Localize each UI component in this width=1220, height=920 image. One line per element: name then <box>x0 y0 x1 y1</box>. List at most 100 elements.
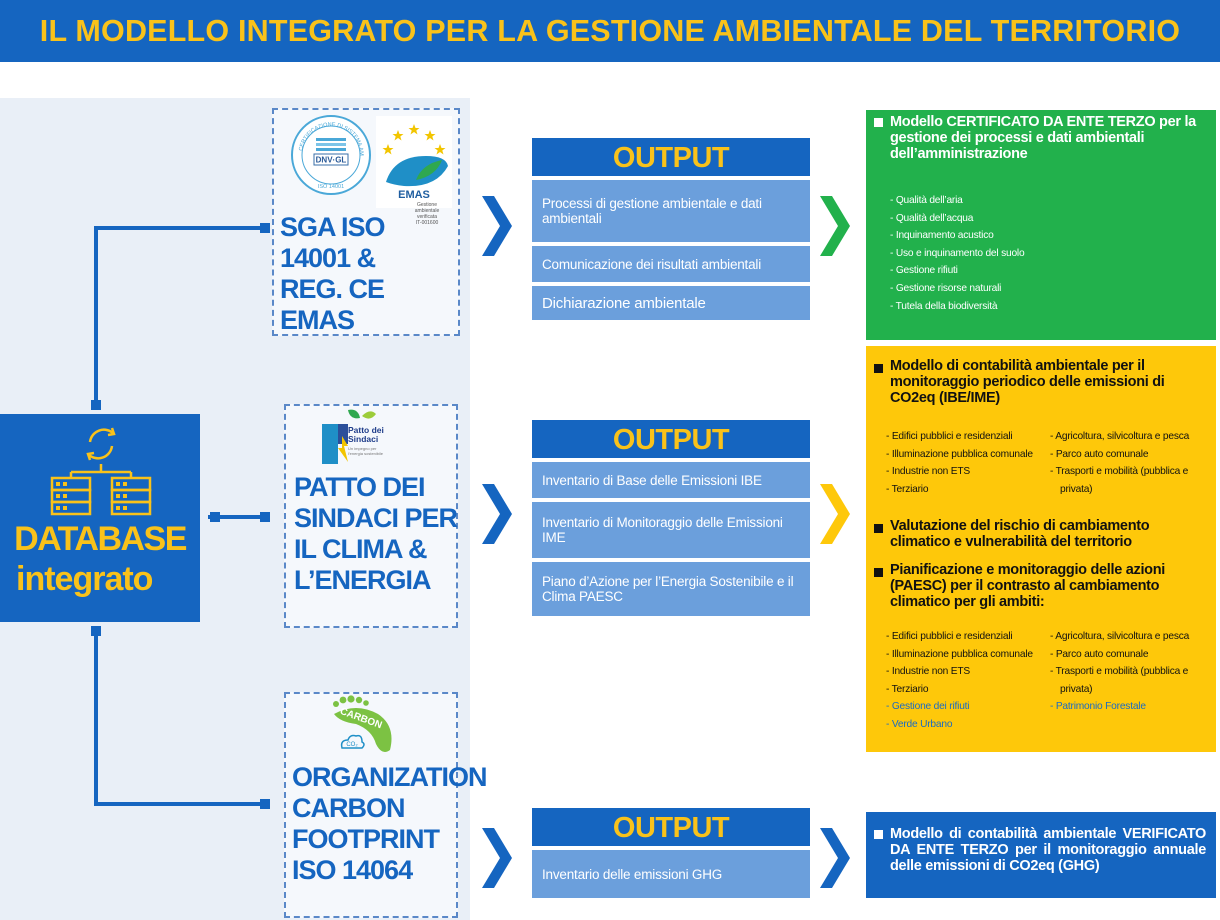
emas-sub-0: Gestione <box>416 202 437 208</box>
database-title: DATABASE <box>14 520 187 558</box>
result-blue-head: Modello di contabilità ambientale VERIFI… <box>890 826 1206 874</box>
list-item: - Trasporti e mobilità (pubblica e <box>1050 666 1189 678</box>
list-item: privata) <box>1060 683 1093 695</box>
database-subtitle: integrato <box>16 560 153 598</box>
list-item: - Qualità dell’aria <box>890 195 963 206</box>
result-yellow-head3: Pianificazione e monitoraggio delle azio… <box>890 562 1166 610</box>
bullet-square-icon <box>874 830 883 839</box>
emas-sub-1: ambientale <box>414 208 440 214</box>
connector-top <box>94 226 264 230</box>
cert-line: 14001 & <box>280 243 376 273</box>
patto-logo-sub-0: Un impegno per <box>348 446 377 451</box>
list-item: - Patrimonio Forestale <box>1050 701 1146 713</box>
result-green-head: Modello CERTIFICATO DA ENTE TERZO per la… <box>890 114 1196 162</box>
list-item: privata) <box>1060 483 1093 495</box>
connector-node <box>260 223 270 233</box>
carbon-co2-text: CO₂ <box>346 742 358 748</box>
list-item: - Gestione risorse naturali <box>890 282 1002 294</box>
emas-reg: IT-001600 <box>415 220 439 226</box>
list-item: - Edifici pubblici e residenziali <box>886 431 1013 442</box>
cert-box-patto <box>284 404 458 628</box>
list-item: - Illuminazione pubblica comunale <box>886 448 1033 460</box>
connector-middle <box>208 515 264 519</box>
list-item: - Uso e inquinamento del suolo <box>890 247 1025 259</box>
cert-line: CARBON <box>292 793 406 823</box>
result-yellow-list1-left: - Edifici pubblici e residenziali - Illu… <box>886 428 1033 498</box>
result-yellow-list3-right: - Agricoltura, silvicoltura e pesca - Pa… <box>1050 628 1189 716</box>
list-item: - Agricoltura, silvicoltura e pesca <box>1050 631 1190 642</box>
cert-line: REG. CE EMAS <box>280 274 385 335</box>
result-yellow-head2: Valutazione del rischio di cambiamento c… <box>890 518 1150 550</box>
result-green-list: - Qualità dell’aria - Qualità dell’acqua… <box>890 192 1025 315</box>
list-item: - Agricoltura, silvicoltura e pesca <box>1050 431 1190 442</box>
cert-line: IL CLIMA & <box>294 534 428 564</box>
list-item: - Trasporti e mobilità (pubblica e <box>1050 466 1189 478</box>
patto-logo-sub: Un impegno per l'energia sostenibile <box>348 446 383 456</box>
chevron-right-icon <box>480 484 514 544</box>
cert-line: PATTO DEI <box>294 472 426 502</box>
dnv-text: DNV·GL <box>316 156 347 165</box>
list-item: - Gestione dei rifiuti <box>886 701 970 713</box>
cert-name-patto: PATTO DEI SINDACI PER IL CLIMA & L’ENERG… <box>294 472 464 596</box>
output-head: OUTPUT <box>532 138 810 176</box>
patto-logo-title-0: Patto dei <box>348 425 384 435</box>
bullet-square-icon <box>874 524 883 533</box>
patto-logo-title-1: Sindaci <box>348 434 379 444</box>
cert-box-carbon <box>284 692 458 918</box>
database-sync-icon <box>46 420 156 518</box>
result-yellow-list1-right: - Agricoltura, silvicoltura e pesca - Pa… <box>1050 428 1189 498</box>
patto-logo-sub-1: l'energia sostenibile <box>348 451 384 456</box>
bullet-square-icon <box>874 568 883 577</box>
patto-logo-title: Patto dei Sindaci <box>348 426 384 444</box>
connector-down <box>94 632 98 804</box>
chevron-right-icon <box>818 196 852 256</box>
dnv-iso-text: ISO 14001 <box>318 184 344 190</box>
cert-line: SINDACI PER <box>294 503 458 533</box>
cert-line: FOOTPRINT <box>292 824 440 854</box>
output-item: Inventario di Base delle Emissioni IBE <box>532 462 810 498</box>
result-yellow-head1: Modello di contabilità ambientale per il… <box>890 358 1165 406</box>
dnv-gl-logo: CERTIFICAZIONE DI SISTEMA AMBIENTALE DNV… <box>288 110 372 196</box>
cert-line: ISO 14064 <box>292 855 413 885</box>
result-panel-yellow: Modello di contabilità ambientale per il… <box>866 346 1216 752</box>
result-yellow-list3-left: - Edifici pubblici e residenziali - Illu… <box>886 628 1033 734</box>
carbon-footprint-logo: CARBON CO₂ <box>326 694 406 758</box>
header-bar <box>0 0 1220 62</box>
list-item: - Industrie non ETS <box>886 666 970 678</box>
cert-name-carbon: ORGANIZATION CARBON FOOTPRINT ISO 14064 <box>292 762 487 886</box>
list-item: - Qualità dell’acqua <box>890 212 974 224</box>
chevron-right-icon <box>480 828 514 888</box>
emas-sub-2: verificata <box>416 214 437 220</box>
output-item: Inventario delle emissioni GHG <box>532 850 810 898</box>
chevron-right-icon <box>818 484 852 544</box>
emas-text: EMAS <box>398 189 430 201</box>
output-item: Comunicazione dei risultati ambientali <box>532 246 810 282</box>
emas-logo: EMAS <box>376 116 452 208</box>
list-item: - Parco auto comunale <box>1050 648 1149 660</box>
patto-dei-sindaci-logo <box>318 406 428 470</box>
connector-node <box>210 512 220 522</box>
list-item: - Illuminazione pubblica comunale <box>886 648 1033 660</box>
output-item: Piano d’Azione per l’Energia Sostenibile… <box>532 562 810 616</box>
list-item: - Industrie non ETS <box>886 466 970 478</box>
cert-line: ORGANIZATION <box>292 762 487 792</box>
result-panel-blue: Modello di contabilità ambientale VERIFI… <box>866 812 1216 898</box>
chevron-right-icon <box>480 196 514 256</box>
output-head: OUTPUT <box>532 808 810 846</box>
list-item: - Parco auto comunale <box>1050 448 1149 460</box>
result-panel-green: Modello CERTIFICATO DA ENTE TERZO per la… <box>866 110 1216 340</box>
list-item: - Gestione rifiuti <box>890 265 958 277</box>
cert-line: SGA ISO <box>280 212 386 242</box>
bullet-square-icon <box>874 364 883 373</box>
list-item: - Terziario <box>886 683 929 695</box>
emas-caption: Gestione ambientale verificata IT-001600 <box>402 202 452 226</box>
cert-name-iso14001: SGA ISO 14001 & REG. CE EMAS <box>280 212 460 336</box>
output-head: OUTPUT <box>532 420 810 458</box>
connector-node <box>91 626 101 636</box>
list-item: - Tutela della biodiversità <box>890 300 998 312</box>
list-item: - Terziario <box>886 483 929 495</box>
connector-node <box>91 400 101 410</box>
chevron-right-icon <box>818 828 852 888</box>
list-item: - Inquinamento acustico <box>890 230 994 242</box>
page-title: IL MODELLO INTEGRATO PER LA GESTIONE AMB… <box>39 14 1181 48</box>
